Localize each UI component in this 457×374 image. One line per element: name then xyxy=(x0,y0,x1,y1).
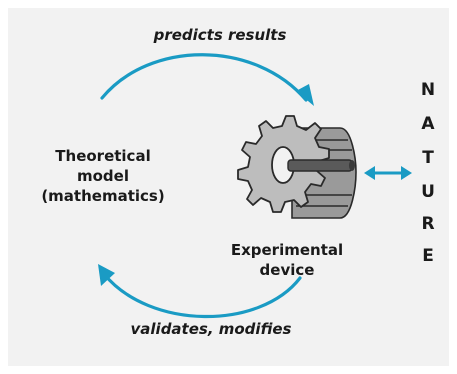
nature-letter-u: U xyxy=(421,182,435,202)
theory-node: Theoretical model (mathematics) xyxy=(28,146,178,206)
validates-label: validates, modifies xyxy=(130,320,292,338)
predicts-label: predicts results xyxy=(153,26,287,44)
validates-arrow xyxy=(102,272,302,319)
double-arrow-icon xyxy=(364,166,412,180)
nature-letter-t: T xyxy=(422,148,434,168)
theory-line-2: model xyxy=(77,167,129,185)
predicts-arrow xyxy=(100,53,308,102)
nature-letter-e: E xyxy=(422,246,434,266)
device-line-1: Experimental xyxy=(230,241,344,259)
nature-letter-n: N xyxy=(420,80,436,100)
validates-arrowhead xyxy=(98,264,115,286)
diagram-panel xyxy=(8,8,449,366)
gear-icon xyxy=(237,115,357,219)
theory-line-1: Theoretical xyxy=(55,147,151,165)
device-node: Experimental device xyxy=(222,240,352,280)
nature-letter-a: A xyxy=(421,114,435,134)
predicts-arrowhead xyxy=(296,84,314,106)
device-line-2: device xyxy=(259,261,315,279)
nature-letter-r: R xyxy=(421,214,435,234)
theory-line-3: (mathematics) xyxy=(41,187,165,205)
